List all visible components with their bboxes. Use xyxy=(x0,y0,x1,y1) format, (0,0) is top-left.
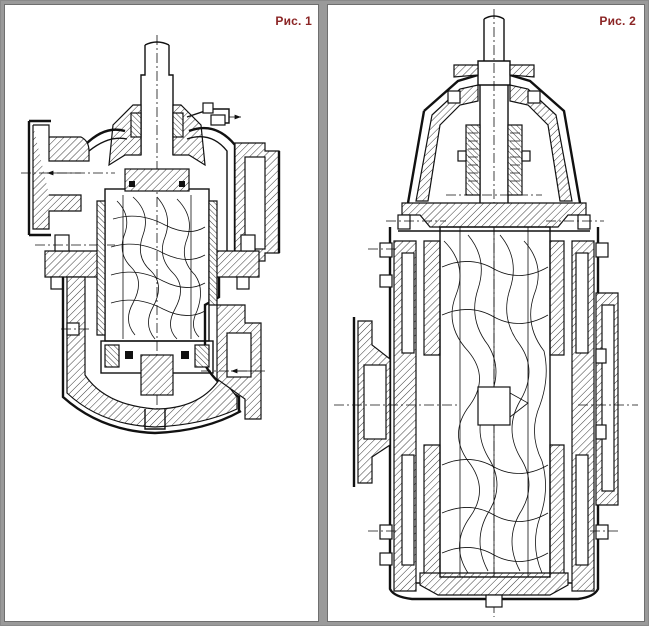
figure-1-panel: Рис. 1 xyxy=(4,4,319,622)
pump-drawing-figure-2 xyxy=(334,9,638,617)
housing xyxy=(21,119,281,435)
figure-2-panel: Рис. 2 xyxy=(327,4,645,622)
figure-2-label: Рис. 2 xyxy=(599,14,636,28)
casing xyxy=(334,227,638,608)
figure-1-label: Рис. 1 xyxy=(275,14,312,28)
upper-cover xyxy=(386,64,604,230)
pump-drawing-figure-1 xyxy=(21,35,281,435)
screw-rotors xyxy=(439,226,551,578)
top-cover xyxy=(108,102,241,167)
screw-rotors xyxy=(96,168,218,396)
